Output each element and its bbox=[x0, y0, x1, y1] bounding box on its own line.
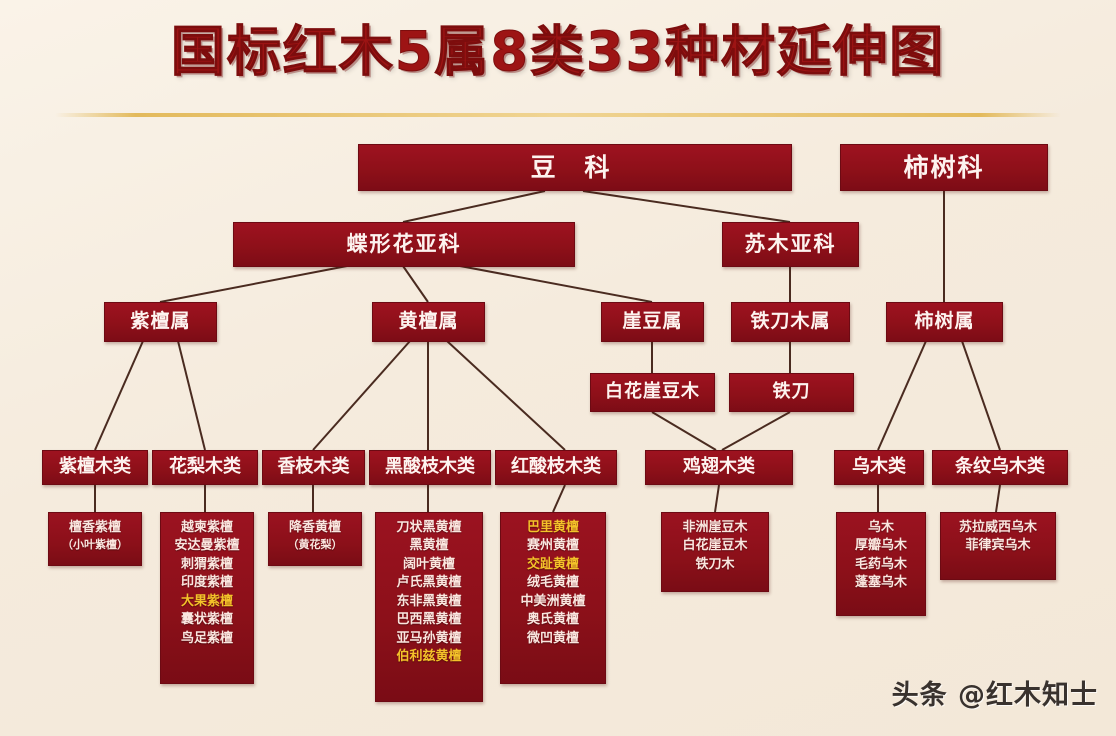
node-label: 红酸枝木类 bbox=[511, 456, 601, 478]
species-panel-tiaowenwumu[interactable]: 苏拉威西乌木 菲律宾乌木 bbox=[940, 512, 1056, 580]
species-item: 绒毛黄檀 bbox=[526, 575, 579, 591]
node-label: 铁刀木属 bbox=[750, 310, 831, 333]
title-divider bbox=[55, 113, 1061, 117]
species-item: 囊状紫檀 bbox=[180, 612, 233, 628]
node-label: 苏木亚科 bbox=[744, 231, 837, 256]
species-item: 亚马孙黄檀 bbox=[396, 630, 462, 646]
species-item: 乌木 bbox=[867, 520, 894, 535]
species-panel-heisuanzhi[interactable]: 刀状黑黄檀 黑黄檀 阔叶黄檀 卢氏黑黄檀 东非黑黄檀 巴西黑黄檀 亚马孙黄檀 伯… bbox=[375, 512, 483, 702]
species-item: 檀香紫檀 bbox=[68, 520, 121, 535]
species-item: 刺猬紫檀 bbox=[180, 556, 233, 572]
species-item: 刀状黑黄檀 bbox=[396, 520, 462, 535]
node-label: 柿树科 bbox=[903, 152, 985, 182]
node-label: 铁刀 bbox=[772, 381, 811, 403]
species-item-highlighted: 大果紫檀 bbox=[180, 593, 233, 609]
species-item: 黑黄檀 bbox=[409, 538, 449, 554]
node-species-cassia-siamea[interactable]: 铁刀 bbox=[729, 373, 854, 412]
species-item: （小叶紫檀） bbox=[62, 538, 128, 552]
node-subfamily-papilionoideae[interactable]: 蝶形花亚科 bbox=[233, 222, 575, 267]
watermark: 头条 @红木知士 bbox=[891, 680, 1098, 711]
node-category-huali[interactable]: 花梨木类 bbox=[152, 450, 258, 485]
node-genus-millettia[interactable]: 崖豆属 bbox=[601, 302, 704, 342]
species-item: 中美洲黄檀 bbox=[520, 593, 586, 609]
node-label: 紫檀木类 bbox=[59, 456, 131, 478]
species-panel-huali[interactable]: 越柬紫檀 安达曼紫檀 刺猬紫檀 印度紫檀 大果紫檀 囊状紫檀 鸟足紫檀 bbox=[160, 512, 254, 684]
node-genus-dalbergia[interactable]: 黄檀属 bbox=[372, 302, 485, 342]
node-category-zitan[interactable]: 紫檀木类 bbox=[42, 450, 148, 485]
node-family-ebenaceae[interactable]: 柿树科 bbox=[840, 144, 1048, 191]
node-label: 乌木类 bbox=[852, 456, 906, 478]
species-item: 铁刀木 bbox=[695, 556, 735, 572]
species-item-highlighted: 伯利兹黄檀 bbox=[396, 649, 462, 665]
species-item: 阔叶黄檀 bbox=[402, 556, 455, 572]
node-category-jichi[interactable]: 鸡翅木类 bbox=[645, 450, 793, 485]
node-genus-diospyros[interactable]: 柿树属 bbox=[886, 302, 1003, 342]
node-label: 花梨木类 bbox=[169, 456, 241, 478]
species-item: 降香黄檀 bbox=[288, 520, 341, 535]
species-item: 安达曼紫檀 bbox=[174, 538, 240, 554]
title-bar: 国标红木5属8类33种材延伸图 bbox=[0, 20, 1116, 83]
node-label: 白花崖豆木 bbox=[605, 381, 700, 403]
species-item: 越柬紫檀 bbox=[180, 520, 233, 535]
node-label: 崖豆属 bbox=[622, 310, 683, 333]
node-species-millettia-leucantha[interactable]: 白花崖豆木 bbox=[590, 373, 715, 412]
species-item: 白花崖豆木 bbox=[682, 538, 748, 554]
node-category-wumu[interactable]: 乌木类 bbox=[834, 450, 924, 485]
node-genus-cassia[interactable]: 铁刀木属 bbox=[731, 302, 850, 342]
node-label: 黑酸枝木类 bbox=[385, 456, 475, 478]
species-item: 苏拉威西乌木 bbox=[958, 520, 1037, 535]
species-panel-jichi[interactable]: 非洲崖豆木 白花崖豆木 铁刀木 bbox=[661, 512, 769, 592]
node-category-heisuanzhi[interactable]: 黑酸枝木类 bbox=[369, 450, 491, 485]
node-label: 鸡翅木类 bbox=[683, 456, 755, 478]
species-item: 奥氏黄檀 bbox=[526, 612, 579, 628]
node-family-fabaceae[interactable]: 豆 科 bbox=[358, 144, 792, 191]
node-label: 黄檀属 bbox=[398, 310, 459, 333]
node-genus-pterocarpus[interactable]: 紫檀属 bbox=[104, 302, 217, 342]
node-label: 蝶形花亚科 bbox=[346, 231, 462, 256]
species-panel-xiangzhi[interactable]: 降香黄檀 （黄花梨） bbox=[268, 512, 362, 566]
node-category-hongsuanzhi[interactable]: 红酸枝木类 bbox=[495, 450, 617, 485]
species-item-highlighted: 交趾黄檀 bbox=[526, 556, 579, 572]
species-item: （黄花梨） bbox=[287, 538, 343, 552]
species-item: 鸟足紫檀 bbox=[180, 630, 233, 646]
species-panel-zitan[interactable]: 檀香紫檀 （小叶紫檀） bbox=[48, 512, 142, 566]
species-item: 厚瓣乌木 bbox=[854, 538, 907, 554]
page-title: 国标红木5属8类33种材延伸图 bbox=[170, 20, 946, 83]
species-panel-wumu[interactable]: 乌木 厚瓣乌木 毛药乌木 蓬塞乌木 bbox=[836, 512, 926, 616]
species-item: 非洲崖豆木 bbox=[682, 520, 748, 535]
species-item: 蓬塞乌木 bbox=[854, 575, 907, 591]
species-item: 微凹黄檀 bbox=[526, 630, 579, 646]
species-item: 毛药乌木 bbox=[854, 556, 907, 572]
species-item: 菲律宾乌木 bbox=[965, 538, 1031, 554]
species-item: 印度紫檀 bbox=[180, 575, 233, 591]
species-item: 巴西黑黄檀 bbox=[396, 612, 462, 628]
species-panel-hongsuanzhi[interactable]: 巴里黄檀 赛州黄檀 交趾黄檀 绒毛黄檀 中美洲黄檀 奥氏黄檀 微凹黄檀 bbox=[500, 512, 606, 684]
node-label: 香枝木类 bbox=[277, 456, 350, 478]
species-item: 东非黑黄檀 bbox=[396, 593, 462, 609]
node-category-tiaowenwumu[interactable]: 条纹乌木类 bbox=[932, 450, 1068, 485]
node-category-xiangzhi[interactable]: 香枝木类 bbox=[262, 450, 365, 485]
node-subfamily-caesalpinioideae[interactable]: 苏木亚科 bbox=[722, 222, 859, 267]
species-item: 卢氏黑黄檀 bbox=[396, 575, 462, 591]
node-label: 条纹乌木类 bbox=[955, 456, 1045, 478]
species-item: 赛州黄檀 bbox=[526, 538, 579, 554]
node-label: 紫檀属 bbox=[130, 310, 191, 333]
species-item-highlighted: 巴里黄檀 bbox=[526, 520, 579, 535]
node-label: 柿树属 bbox=[914, 310, 975, 333]
node-label: 豆 科 bbox=[530, 152, 620, 182]
